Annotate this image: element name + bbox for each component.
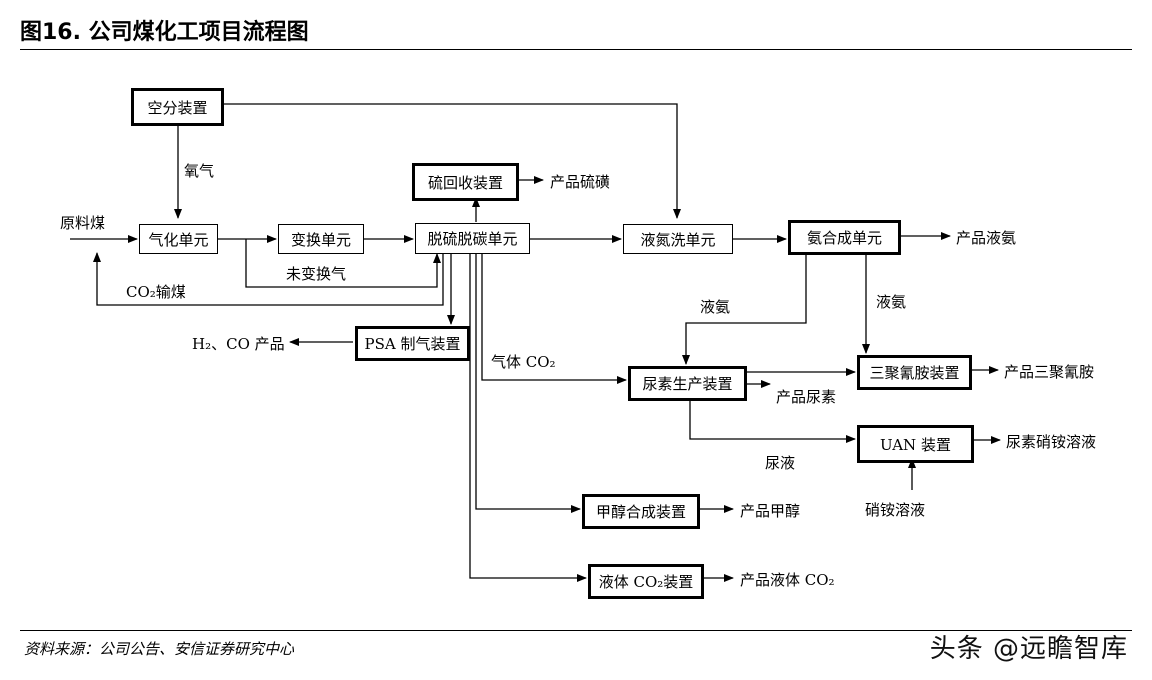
label-product-uan: 尿素硝铵溶液: [1006, 433, 1097, 451]
uan-unit: UAN 装置: [857, 425, 974, 463]
psa-gas-unit: PSA 制气装置: [355, 326, 470, 361]
label-ammonium-nitrate-solution: 硝铵溶液: [865, 501, 926, 519]
label-product-melamine: 产品三聚氰胺: [1004, 363, 1095, 381]
sulfur-recovery-unit: 硫回收装置: [412, 163, 519, 201]
melamine-unit: 三聚氰胺装置: [857, 355, 972, 390]
air-separation-unit: 空分装置: [131, 88, 224, 126]
label-liquid-ammonia-to-urea: 液氨: [700, 298, 731, 316]
ammonia-synthesis-unit: 氨合成单元: [788, 220, 901, 255]
label-product-liquid-ammonia: 产品液氨: [956, 229, 1017, 247]
title-rule: [20, 49, 1132, 50]
label-product-methanol: 产品甲醇: [740, 502, 801, 520]
label-raw-coal: 原料煤: [60, 214, 106, 232]
label-co2-coal-transport: CO₂输煤: [126, 283, 186, 301]
label-h2-co-product: H₂、CO 产品: [192, 335, 285, 353]
gasification-unit: 气化单元: [139, 224, 218, 254]
methanol-synthesis-unit: 甲醇合成装置: [582, 494, 700, 529]
liquid-nitrogen-wash-unit: 液氮洗单元: [623, 224, 733, 254]
label-gaseous-co2: 气体 CO₂: [491, 353, 556, 371]
label-unshifted-gas: 未变换气: [286, 265, 347, 283]
label-urea-liquor: 尿液: [765, 454, 796, 472]
source-note: 资料来源：公司公告、安信证券研究中心: [24, 640, 295, 658]
watermark: 头条 @远瞻智库: [929, 634, 1128, 664]
label-oxygen: 氧气: [184, 162, 215, 180]
liquid-co2-unit: 液体 CO₂装置: [588, 564, 704, 599]
label-product-liquid-co2: 产品液体 CO₂: [740, 571, 835, 589]
label-product-urea: 产品尿素: [776, 388, 837, 406]
footer-rule: [20, 630, 1132, 631]
urea-production-unit: 尿素生产装置: [628, 366, 747, 401]
label-liquid-ammonia-to-melamine: 液氨: [876, 293, 907, 311]
label-product-sulfur: 产品硫磺: [550, 173, 611, 191]
shift-unit: 变换单元: [278, 224, 364, 254]
figure-title: 图16. 公司煤化工项目流程图: [20, 20, 309, 45]
desulfurization-decarbonization-unit: 脱硫脱碳单元: [415, 223, 530, 254]
